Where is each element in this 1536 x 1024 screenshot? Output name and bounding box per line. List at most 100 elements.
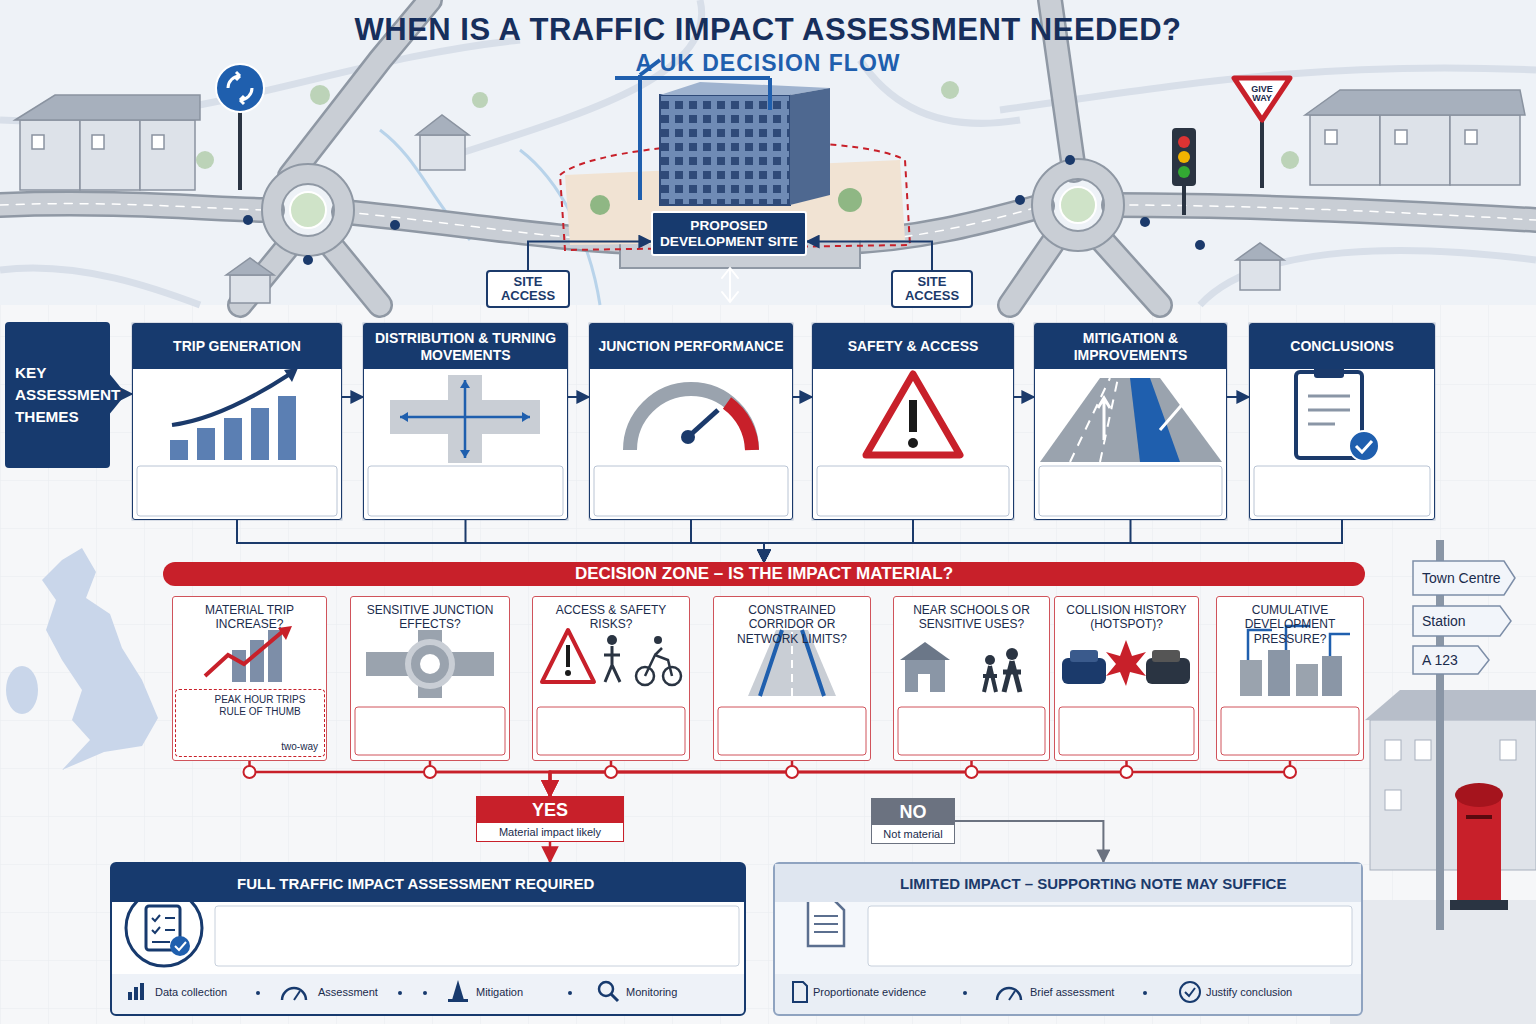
yes-outcome: YES Material impact likely bbox=[476, 796, 624, 842]
box-header: MITIGATION & IMPROVEMENTS bbox=[1035, 324, 1226, 369]
road-sign: A 123 bbox=[1412, 645, 1490, 675]
box-label: SENSITIVE JUNCTION EFFECTS? bbox=[357, 603, 503, 632]
theme-box: MITIGATION & IMPROVEMENTS bbox=[1034, 323, 1227, 520]
bus-junction bbox=[786, 766, 798, 778]
box-label: MATERIAL TRIP INCREASE? bbox=[179, 603, 320, 632]
outcome-fills bbox=[110, 862, 1363, 1016]
connector bbox=[764, 520, 913, 562]
box-label: Station bbox=[1422, 613, 1466, 629]
box-header: LIMITED IMPACT – SUPPORTING NOTE MAY SUF… bbox=[775, 864, 1361, 902]
box-header: YES bbox=[477, 797, 623, 823]
box-label: SAFETY & ACCESS bbox=[848, 338, 979, 354]
box-label: CUMULATIVE DEVELOPMENT PRESSURE? bbox=[1223, 603, 1357, 646]
footer-label: Assessment bbox=[318, 986, 378, 998]
box-label: NO bbox=[900, 802, 927, 823]
bus-junction bbox=[605, 766, 617, 778]
sign-outline bbox=[1413, 606, 1511, 636]
box-label: KEY ASSESSMENT THEMES bbox=[15, 362, 120, 429]
decision-box: CONSTRAINED CORRIDOR OR NETWORK LIMITS? bbox=[713, 596, 871, 761]
box-note: Material impact likely bbox=[499, 826, 601, 838]
theme-box: CONCLUSIONS bbox=[1249, 323, 1435, 520]
connector bbox=[550, 761, 972, 796]
box-header: TRIP GENERATION bbox=[133, 324, 341, 369]
connector bbox=[691, 520, 764, 562]
box-label: LIMITED IMPACT – SUPPORTING NOTE MAY SUF… bbox=[900, 875, 1286, 892]
box-body: Town Centre bbox=[1412, 560, 1516, 596]
bus-junction bbox=[966, 766, 978, 778]
box-label: FULL TRAFFIC IMPACT ASSESSMENT REQUIRED bbox=[237, 875, 594, 892]
connector bbox=[568, 396, 589, 398]
box-label: JUNCTION PERFORMANCE bbox=[598, 338, 783, 354]
connector bbox=[550, 761, 611, 796]
box-header: NO bbox=[872, 799, 954, 825]
footer-label: Brief assessment bbox=[1030, 986, 1114, 998]
connector bbox=[955, 821, 1103, 862]
uk-map bbox=[6, 548, 158, 770]
connector bbox=[764, 520, 1131, 562]
box-header: SAFETY & ACCESS bbox=[813, 324, 1013, 369]
box-body bbox=[1250, 369, 1434, 519]
box-header: DISTRIBUTION & TURNING MOVEMENTS bbox=[364, 324, 567, 369]
connector bbox=[342, 396, 363, 398]
connector bbox=[528, 242, 651, 271]
box-body: DECISION ZONE – IS THE IMPACT MATERIAL? bbox=[163, 562, 1365, 586]
decision-band: DECISION ZONE – IS THE IMPACT MATERIAL? bbox=[163, 562, 1365, 586]
sign-text: GIVE WAY bbox=[1247, 85, 1277, 103]
connector bbox=[1227, 396, 1249, 398]
box-label: NEAR SCHOOLS OR SENSITIVE USES? bbox=[900, 603, 1043, 632]
roundabout-sign bbox=[216, 64, 264, 190]
box-label: PEAK HOUR TRIPS RULE OF THUMB bbox=[182, 694, 318, 718]
decision-box: ACCESS & SAFETY RISKS? bbox=[532, 596, 690, 761]
decision-box: SENSITIVE JUNCTION EFFECTS? bbox=[350, 596, 510, 761]
box-label: PROPOSED DEVELOPMENT SITE bbox=[659, 218, 799, 249]
decision-box: CUMULATIVE DEVELOPMENT PRESSURE? bbox=[1216, 596, 1364, 761]
connector bbox=[764, 520, 1342, 562]
box-body: SITE ACCESS bbox=[488, 272, 568, 306]
connector bbox=[250, 761, 551, 796]
box-body: SITE ACCESS bbox=[893, 272, 971, 306]
box-body: SENSITIVE JUNCTION EFFECTS? bbox=[351, 597, 509, 760]
decision-box: NEAR SCHOOLS OR SENSITIVE USES? bbox=[893, 596, 1050, 761]
access-label: SITE ACCESS bbox=[486, 270, 570, 308]
traffic-light bbox=[1172, 128, 1196, 215]
development-site bbox=[560, 60, 910, 250]
box-body: NEAR SCHOOLS OR SENSITIVE USES? bbox=[894, 597, 1049, 760]
connector bbox=[550, 761, 1290, 796]
box-body: CUMULATIVE DEVELOPMENT PRESSURE? bbox=[1217, 597, 1363, 760]
box-body: A 123 bbox=[1412, 645, 1490, 675]
street-map bbox=[0, 0, 1536, 305]
box-body: PEAK HOUR TRIPS RULE OF THUMBtwo-way bbox=[176, 690, 324, 756]
diagram-subtitle: A UK DECISION FLOW bbox=[0, 50, 1536, 77]
theme-fills bbox=[132, 323, 1435, 520]
theme-box: DISTRIBUTION & TURNING MOVEMENTS bbox=[363, 323, 568, 520]
box-body: PROPOSED DEVELOPMENT SITE bbox=[653, 213, 805, 254]
connector bbox=[550, 761, 792, 796]
box-label: DECISION ZONE – IS THE IMPACT MATERIAL? bbox=[575, 564, 953, 584]
connector bbox=[807, 242, 932, 271]
connector bbox=[466, 520, 765, 562]
theme-box: JUNCTION PERFORMANCE bbox=[589, 323, 793, 520]
trees bbox=[196, 81, 1299, 169]
theme-box: TRIP GENERATION bbox=[132, 323, 342, 520]
road-sign: Station bbox=[1412, 605, 1512, 637]
no-outcome: NONot material bbox=[871, 798, 955, 844]
box-body: COLLISION HISTORY (HOTSPOT)? bbox=[1055, 597, 1198, 760]
box-body: Material impact likely bbox=[477, 823, 623, 841]
connector bbox=[430, 761, 550, 796]
box-body bbox=[1035, 369, 1226, 519]
box-label: CONSTRAINED CORRIDOR OR NETWORK LIMITS? bbox=[720, 603, 864, 646]
bus-junction bbox=[1284, 766, 1296, 778]
box-label: SITE ACCESS bbox=[494, 275, 562, 304]
decision-box: MATERIAL TRIP INCREASE? PEAK HOUR TRIPS R… bbox=[172, 596, 327, 761]
decision-box: COLLISION HISTORY (HOTSPOT)? bbox=[1054, 596, 1199, 761]
rule-of-thumb-box: PEAK HOUR TRIPS RULE OF THUMBtwo-way bbox=[175, 689, 325, 757]
box-label: MITIGATION & IMPROVEMENTS bbox=[1041, 330, 1220, 362]
connector bbox=[550, 761, 1127, 796]
box-label: COLLISION HISTORY (HOTSPOT)? bbox=[1061, 603, 1192, 632]
decision-fills bbox=[172, 596, 1364, 761]
access-label: SITE ACCESS bbox=[891, 270, 973, 308]
box-body bbox=[590, 369, 792, 519]
box-header: CONCLUSIONS bbox=[1250, 324, 1434, 369]
box-body bbox=[364, 369, 567, 519]
